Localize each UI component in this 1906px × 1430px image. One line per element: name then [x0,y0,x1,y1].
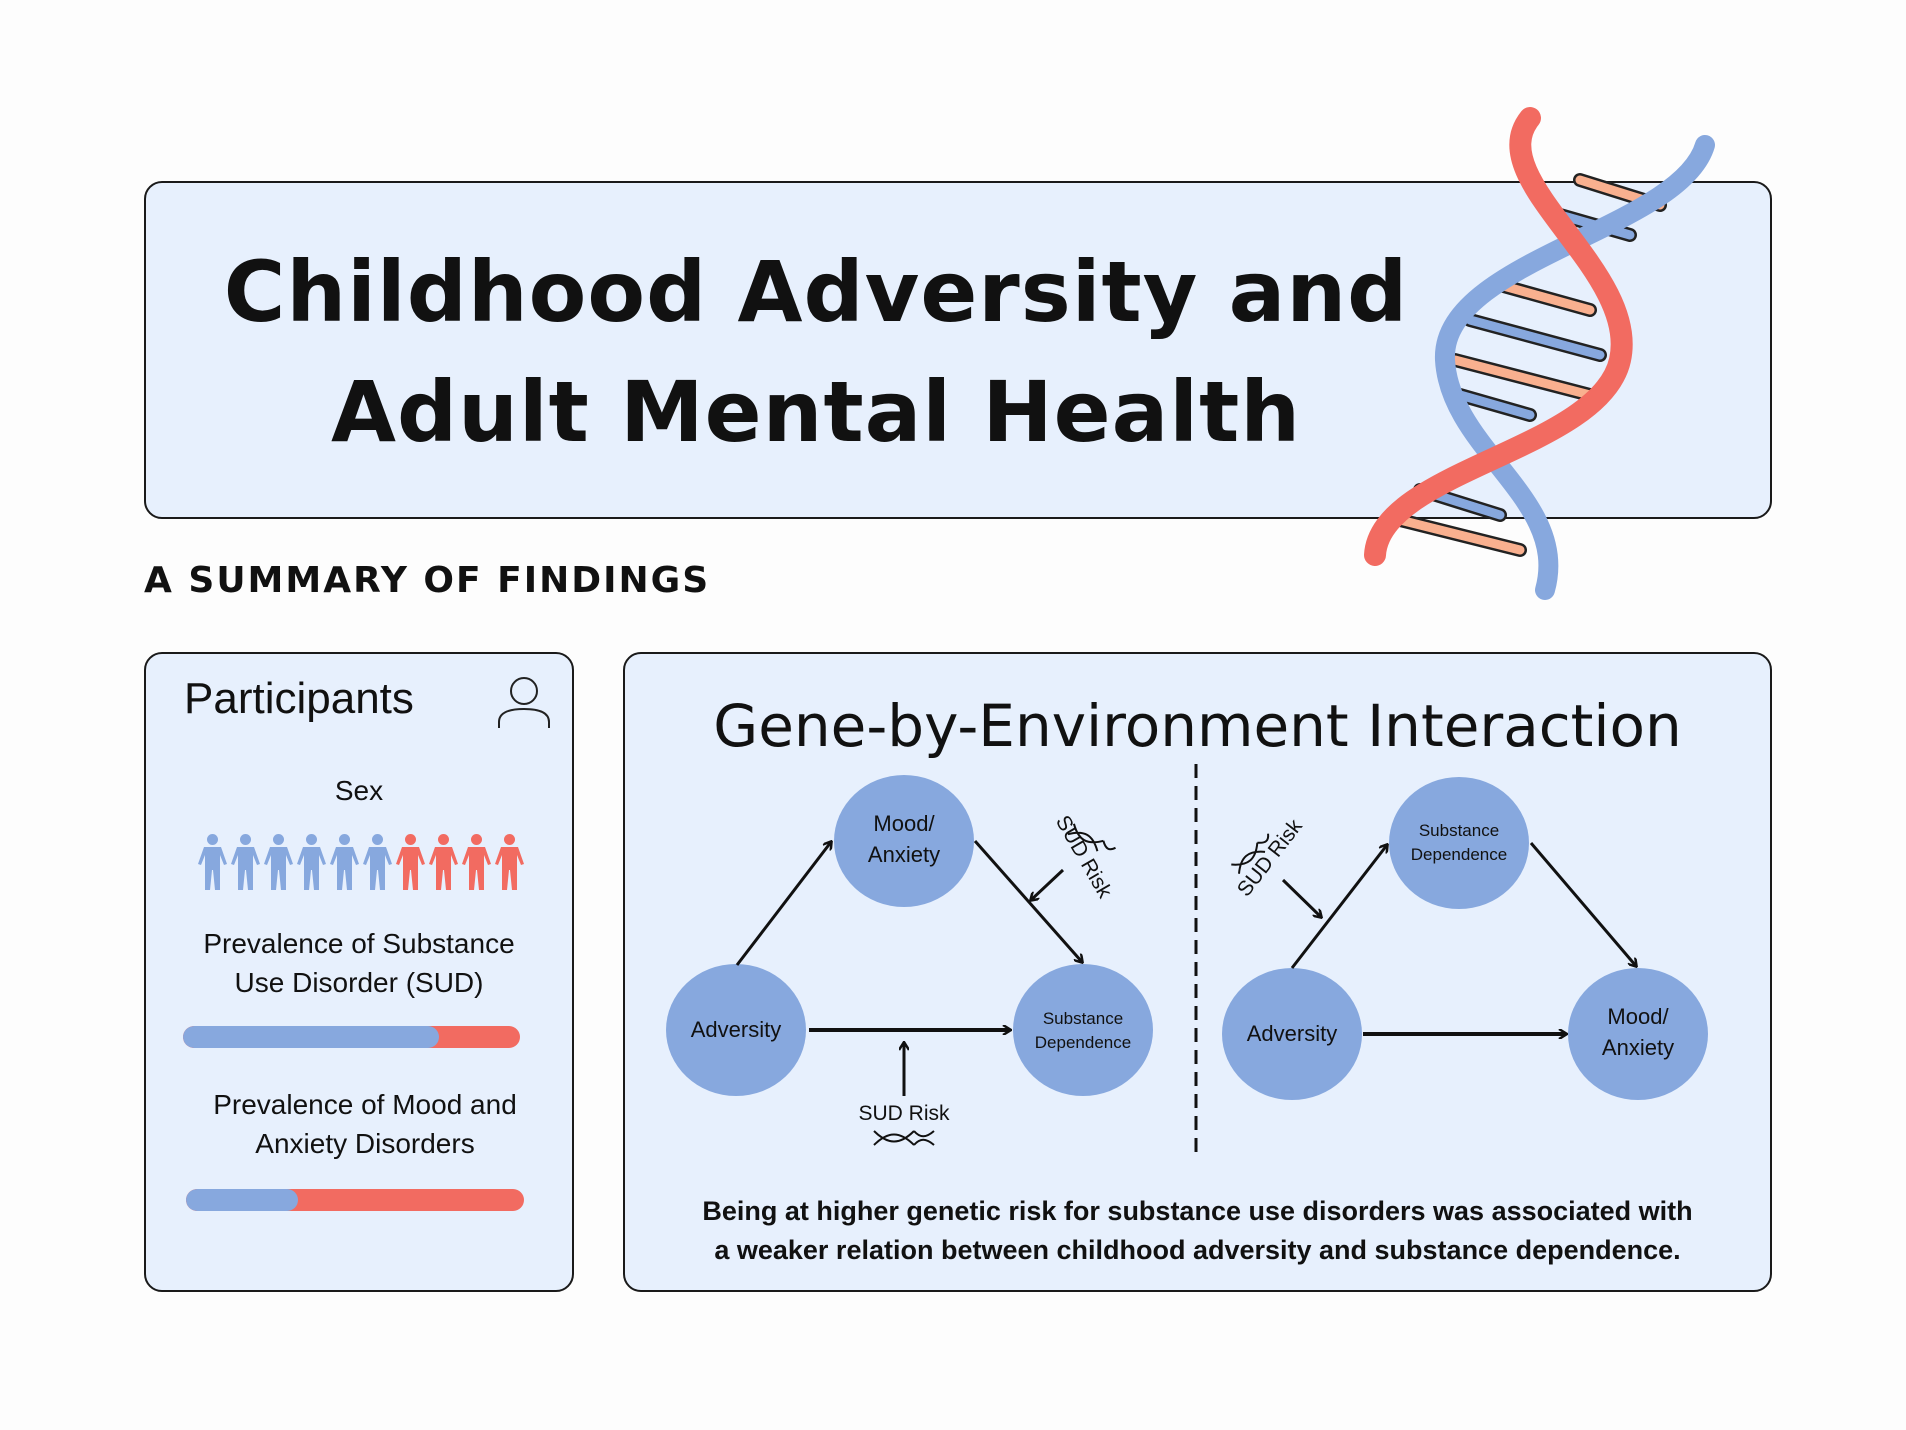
finding-line-1: Being at higher genetic risk for substan… [702,1196,1693,1226]
finding-line-2: a weaker relation between childhood adve… [714,1235,1681,1265]
person-figure-blue [297,834,326,895]
person-figure-blue [231,834,260,895]
finding-text: Being at higher genetic risk for substan… [625,1192,1770,1270]
title-line-2: Adult Mental Health [330,363,1302,461]
sud-bar-fill [183,1026,440,1048]
person-figure-red [462,834,491,895]
sud-label-2: Use Disorder (SUD) [234,967,484,998]
participants-title: Participants [184,674,414,723]
mood-prevalence-bar [186,1189,524,1211]
sex-figures [198,834,524,895]
mood-bar-fill [186,1189,298,1211]
person-figure-red [429,834,458,895]
gxe-panel: Gene-by-Environment Interaction Being at… [623,652,1772,1292]
person-figure-blue [198,834,227,895]
person-icon [498,677,550,728]
sex-label: Sex [334,775,384,806]
mood-label-2: Anxiety Disorders [255,1128,475,1159]
person-figure-blue [264,834,293,895]
person-figure-red [495,834,524,895]
title-banner: Childhood Adversity and Adult Mental Hea… [144,181,1772,519]
sud-prevalence-bar [183,1026,520,1048]
section-label: A SUMMARY OF FINDINGS [144,560,711,601]
sud-label-1: Prevalence of Substance [203,928,515,959]
person-figure-red [396,834,425,895]
participants-panel: Participants Sex Prevalence of Substance… [144,652,574,1292]
title-line-1: Childhood Adversity and [223,243,1409,341]
gxe-title: Gene-by-Environment Interaction [713,692,1682,760]
person-figure-blue [363,834,392,895]
person-figure-blue [330,834,359,895]
mood-label-1: Prevalence of Mood and [213,1089,517,1120]
